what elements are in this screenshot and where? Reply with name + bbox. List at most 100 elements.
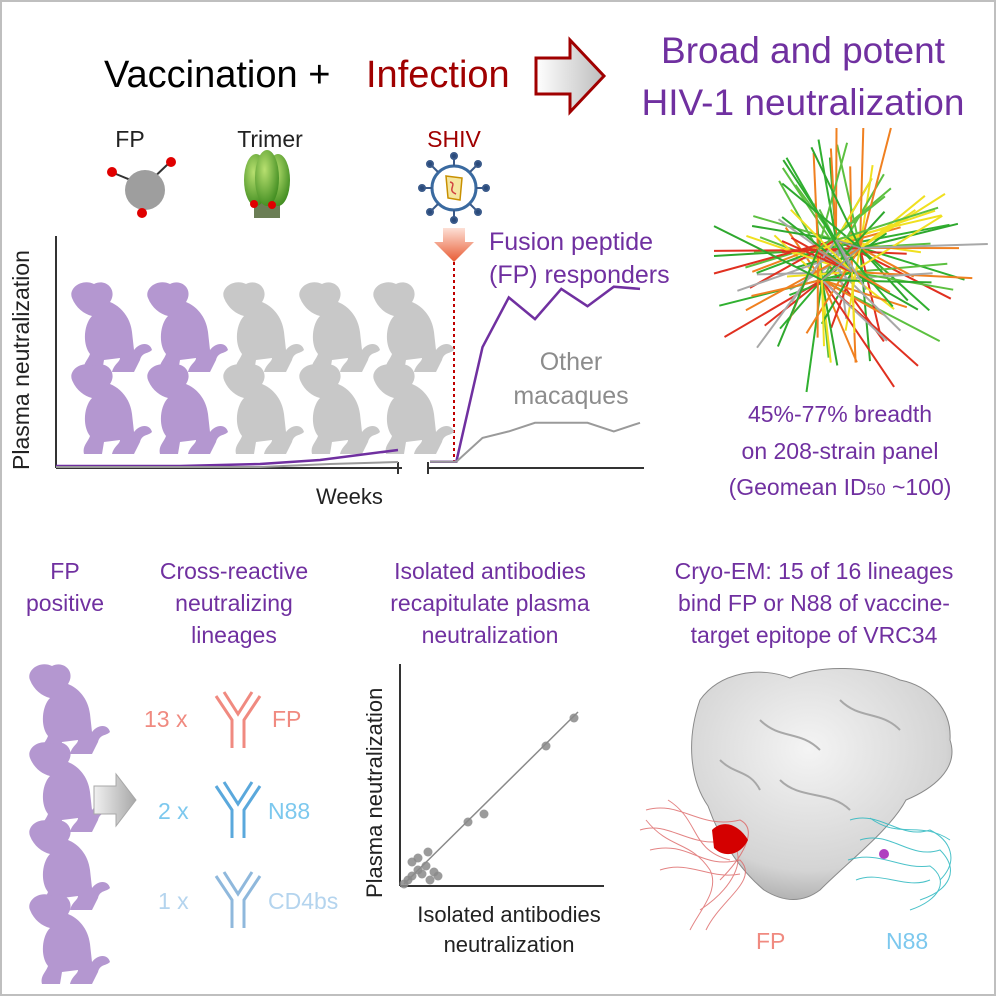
breadth-line3-subscript: 50 [866,480,886,499]
isolated-line1: Isolated antibodies [394,558,586,584]
header-arrow-icon [534,36,607,116]
fp-positive-line1: FP [50,558,80,584]
tree-branch [821,279,839,366]
tree-branch [821,279,858,363]
scatter-xlabel-line2: neutralization [443,932,575,957]
breadth-line2: on 208-strain panel [741,438,939,464]
breadth-line3-suffix: ~100) [885,474,952,500]
scatter-point [423,847,433,857]
infection-label: Infection [366,54,510,96]
lineage-cd4bs-count: 1 x [158,888,189,914]
cross-reactive-line1: Cross-reactive [159,558,309,584]
result-title-line2: HIV-1 neutralization [641,82,965,123]
tree-branch [821,279,932,284]
macaque-fp-responder [147,364,228,454]
cryo-em-line1: Cryo-EM: 15 of 16 lineages [674,558,954,584]
lineage-arrow-icon [93,772,137,828]
tree-branch [859,243,988,249]
tree-branch [851,271,856,333]
scatter-fit-line [403,711,579,885]
cryo-em-line3: target epitope of VRC34 [690,622,938,648]
macaque-other [299,282,380,372]
others-label-line1: Other [539,348,603,376]
isolated-line3: neutralization [421,622,559,648]
tree-trunk [821,247,861,281]
scatter-point [479,809,489,819]
tree-branch [751,279,823,297]
tree-branch [781,240,853,273]
tree-branch [817,195,886,251]
tree-branch [756,239,837,349]
shiv-label: SHIV [427,126,481,152]
macaque-fp-responder [71,364,152,454]
scatter-point [407,871,417,881]
tree-branch [713,225,823,281]
tree-branch [764,279,823,327]
tree-branch [821,279,895,388]
tree-branch [805,279,823,393]
n88-glycan-highlight [879,849,889,859]
lineage-n88-count: 2 x [158,798,189,824]
tree-branch [812,152,819,251]
tree-branch [790,208,853,273]
scatter-point [421,861,431,871]
cryo-em-line2: bind FP or N88 of vaccine- [678,590,950,616]
tree-branch [778,180,819,251]
lineage-cd4bs-target: CD4bs [268,888,339,914]
scatter-point [407,857,417,867]
macaque-grid [71,282,454,454]
tree-branch [851,262,948,273]
tree-branch [810,146,861,249]
others-label-line2: macaques [513,382,629,410]
macaque-other [299,364,380,454]
fp-immunogen-icon [107,157,176,218]
scatter-point [433,871,443,881]
tree-branch [756,249,819,274]
top-chart-xlabel: Weeks [316,484,383,509]
breadth-line1: 45%-77% breadth [747,401,933,427]
tree-trunk [817,249,853,273]
vaccination-label: Vaccination + [104,54,331,96]
macaque-fp-responder [71,282,152,372]
tree-branch [779,279,823,330]
structure-n88-label: N88 [886,928,929,954]
macaque-other [223,282,304,372]
tree-branch [851,214,943,273]
lineage-n88-target: N88 [268,798,311,824]
responders-label-line2: (FP) responders [489,261,670,289]
structure-fp-label: FP [756,928,786,954]
tree-branch [851,271,919,311]
tree-branch [859,127,892,249]
scatter-point [417,869,427,879]
tree-trunk [835,239,853,273]
breadth-line3: (Geomean ID50 ~100) [690,476,990,499]
cryo-em-structure-icon [639,667,953,931]
isolated-line2: recapitulate plasma [390,590,590,616]
trimer-label: Trimer [237,126,303,152]
lineage-fp-count: 13 x [144,706,188,732]
cross-reactive-line3: lineages [191,622,277,648]
antibody-n88-icon [214,780,262,840]
tree-branch [817,139,837,241]
trimer-icon [244,150,290,218]
shiv-virus-icon [418,152,490,224]
lineage-fp-target: FP [272,706,302,732]
macaque-fp-positive [29,894,110,984]
tree-branch [785,157,853,273]
scatter-point [425,875,435,885]
tree-trunk [835,239,861,249]
tree-branch [821,279,825,347]
phylogenetic-tree-icon [713,127,988,393]
scatter-points [399,713,579,889]
scatter-point [569,713,579,723]
tree-branch [776,249,819,347]
scatter-point [541,741,551,751]
scatter-point [463,817,473,827]
macaque-other [373,282,454,372]
tree-branch [817,142,849,251]
antibody-fp-icon [214,690,262,750]
tree-branch [859,247,915,278]
post-infection-series [430,285,641,463]
breadth-line3-prefix: (Geomean ID [728,474,867,500]
